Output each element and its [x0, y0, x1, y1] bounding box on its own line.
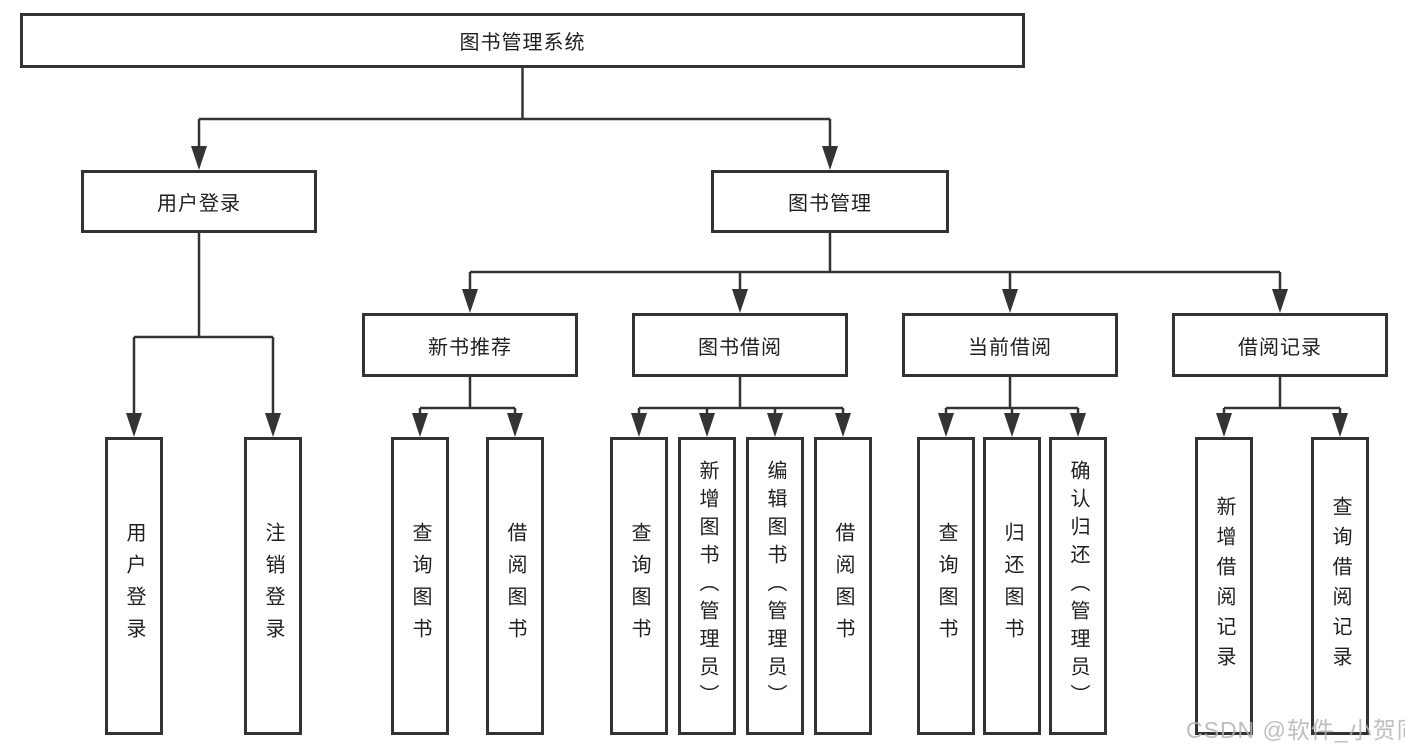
- node-leaf-logout-label: 注销登录: [262, 522, 284, 650]
- arrowhead: [412, 413, 428, 437]
- csdn-watermark: CSDN @软件_小贺同学: [1186, 717, 1405, 743]
- node-book-borrow: 图书借阅: [632, 313, 848, 377]
- node-borrow-record: 借阅记录: [1172, 313, 1388, 377]
- node-user-login-label: 用户登录: [157, 193, 241, 215]
- node-book-borrow-label: 图书借阅: [698, 336, 782, 359]
- node-leaf-cb-confirm-return: 确认归还（管理员）: [1049, 437, 1107, 735]
- node-leaf-nb-query-book-label: 查询图书: [409, 522, 431, 650]
- node-borrow-record-label: 借阅记录: [1238, 336, 1322, 359]
- node-current-borrow: 当前借阅: [902, 313, 1118, 377]
- node-leaf-bb-edit-book: 编辑图书（管理员）: [746, 437, 804, 735]
- arrowhead: [938, 413, 954, 437]
- connector-root: [197, 68, 832, 148]
- arrowhead: [1272, 289, 1288, 313]
- node-root-label: 图书管理系统: [459, 32, 586, 54]
- node-current-borrow-label: 当前借阅: [968, 336, 1052, 359]
- node-leaf-br-add-record: 新增借阅记录: [1195, 437, 1253, 735]
- node-new-book-recommend: 新书推荐: [362, 313, 578, 377]
- node-leaf-cb-query-book: 查询图书: [917, 437, 975, 735]
- node-leaf-br-query-record-label: 查询借阅记录: [1329, 496, 1351, 676]
- node-leaf-br-add-record-label: 新增借阅记录: [1213, 496, 1235, 676]
- connector-book-borrow: [637, 377, 845, 415]
- node-leaf-bb-query-book: 查询图书: [610, 437, 668, 735]
- arrowhead: [507, 413, 523, 437]
- node-leaf-cb-confirm-return-label: 确认归还（管理员）: [1067, 460, 1089, 712]
- node-root: 图书管理系统: [20, 13, 1025, 68]
- arrowhead: [835, 413, 851, 437]
- node-leaf-bb-add-book-label: 新增图书（管理员）: [696, 460, 718, 712]
- node-leaf-nb-borrow-book: 借阅图书: [486, 437, 544, 735]
- arrowhead: [767, 413, 783, 437]
- node-leaf-bb-query-book-label: 查询图书: [628, 522, 650, 650]
- arrowhead: [126, 413, 142, 437]
- node-leaf-user-login: 用户登录: [105, 437, 163, 735]
- arrowhead: [1002, 289, 1018, 313]
- node-leaf-cb-query-book-label: 查询图书: [935, 522, 957, 650]
- arrowhead: [1216, 413, 1232, 437]
- arrowhead: [732, 289, 748, 313]
- arrowhead: [822, 146, 838, 170]
- node-new-book-recommend-label: 新书推荐: [428, 336, 512, 359]
- node-leaf-nb-query-book: 查询图书: [391, 437, 449, 735]
- arrowhead: [1004, 413, 1020, 437]
- arrowhead: [1070, 413, 1086, 437]
- connector-borrow-record: [1222, 377, 1342, 415]
- arrowhead: [631, 413, 647, 437]
- node-leaf-cb-return-book-label: 归还图书: [1001, 522, 1023, 650]
- node-leaf-bb-add-book: 新增图书（管理员）: [678, 437, 736, 735]
- arrowhead: [265, 413, 281, 437]
- connector-current-borrow: [944, 377, 1080, 415]
- node-leaf-bb-borrow-book-label: 借阅图书: [832, 522, 854, 650]
- node-leaf-br-query-record: 查询借阅记录: [1311, 437, 1369, 735]
- arrowhead: [699, 413, 715, 437]
- node-leaf-bb-borrow-book: 借阅图书: [814, 437, 872, 735]
- arrowhead: [462, 289, 478, 313]
- arrowhead: [191, 146, 207, 170]
- connector-user-login: [132, 233, 275, 415]
- arrowhead: [1332, 413, 1348, 437]
- node-user-login: 用户登录: [81, 170, 317, 233]
- connector-new-book-recommend: [418, 377, 517, 415]
- node-book-management-label: 图书管理: [788, 193, 872, 215]
- connector-book-management: [468, 233, 1282, 291]
- node-leaf-user-login-label: 用户登录: [123, 522, 145, 650]
- node-leaf-logout: 注销登录: [244, 437, 302, 735]
- node-book-management: 图书管理: [711, 170, 949, 233]
- node-leaf-bb-edit-book-label: 编辑图书（管理员）: [764, 460, 786, 712]
- node-leaf-cb-return-book: 归还图书: [983, 437, 1041, 735]
- node-leaf-nb-borrow-book-label: 借阅图书: [504, 522, 526, 650]
